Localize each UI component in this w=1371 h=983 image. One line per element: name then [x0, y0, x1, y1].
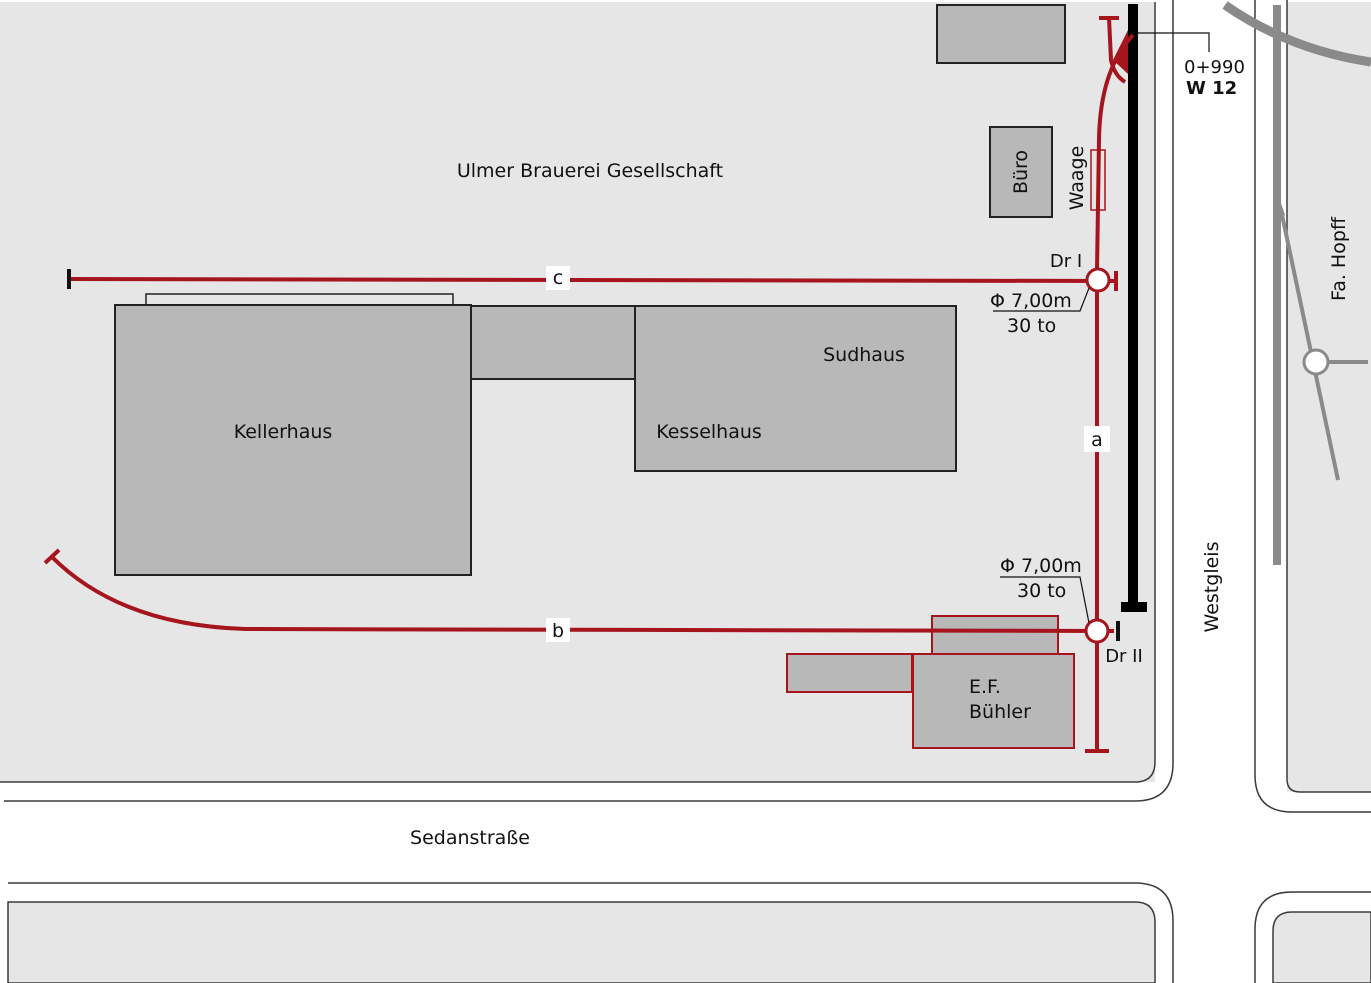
- neighbour-edge: [1286, 0, 1371, 793]
- track-c: [68, 277, 1115, 283]
- kellerhaus-roof-outline: [145, 293, 454, 305]
- label-dr1-capacity: 30 to: [1007, 315, 1056, 337]
- leader-dr2: [1000, 576, 1090, 624]
- turntable-dr2: [1084, 618, 1110, 644]
- building-sudhaus-kesselhaus: [634, 305, 957, 472]
- siding-switch-frog: [1113, 30, 1128, 74]
- track-b: [50, 555, 1115, 633]
- label-sudhaus: Sudhaus: [823, 344, 905, 366]
- label-brewery: Ulmer Brauerei Gesellschaft: [457, 160, 723, 182]
- track-b-stop-west: [43, 548, 61, 565]
- label-dr1-name: Dr I: [1050, 251, 1082, 272]
- label-track-b: b: [552, 620, 564, 642]
- label-kellerhaus: Kellerhaus: [234, 421, 333, 443]
- south-east-block: [1272, 911, 1371, 983]
- building-buehler-annex: [931, 615, 1059, 655]
- building-buero: [989, 126, 1053, 218]
- building-kellerhaus: [114, 304, 472, 576]
- track-a-label-box: [1084, 426, 1110, 452]
- main-track: [1128, 4, 1138, 610]
- leader-chainage: [1138, 32, 1210, 52]
- building-north-shed: [936, 4, 1066, 64]
- label-buehler-2: Bühler: [969, 701, 1031, 723]
- building-buehler-shed: [786, 653, 913, 693]
- building-buehler: [912, 653, 1075, 749]
- label-street: Sedanstraße: [410, 827, 530, 849]
- neighbour-curve-track: [1222, 1, 1371, 67]
- turntable-dr1: [1085, 267, 1111, 293]
- ground-edge-north: [0, 2, 1156, 783]
- track-b-label-box: [546, 618, 570, 642]
- building-connector: [470, 305, 636, 380]
- label-westgleis: Westgleis: [1201, 542, 1223, 633]
- neighbour-turntable: [1302, 348, 1330, 376]
- label-track-c: c: [553, 267, 563, 289]
- leader-dr1: [993, 287, 1090, 312]
- south-block: [7, 901, 1156, 983]
- label-kesselhaus: Kesselhaus: [656, 421, 762, 443]
- south-kerb: [8, 882, 1174, 983]
- neighbour-ground: [1287, 2, 1371, 792]
- label-waage: Waage: [1066, 146, 1088, 211]
- label-switch: W 12: [1186, 78, 1237, 99]
- street-kerb-north: [4, 0, 1174, 802]
- label-neighbour: Fa. Hopff: [1328, 216, 1350, 301]
- neighbour-kerb: [1254, 0, 1371, 813]
- neighbour-diagonal-track: [1279, 209, 1340, 481]
- label-chainage: 0+990: [1184, 57, 1245, 78]
- track-c-label-box: [546, 266, 570, 290]
- label-dr2-diameter: Φ 7,00m: [1000, 555, 1082, 577]
- label-buehler-1: E.F.: [969, 676, 1001, 698]
- siding-switch-branch: [1107, 17, 1127, 84]
- label-dr1-diameter: Φ 7,00m: [990, 290, 1072, 312]
- label-dr2-capacity: 30 to: [1017, 580, 1066, 602]
- south-east-kerb: [1254, 891, 1371, 983]
- main-track-stop: [1121, 602, 1147, 612]
- label-dr2-name: Dr II: [1105, 646, 1143, 667]
- label-buero: Büro: [1010, 150, 1032, 194]
- label-track-a: a: [1091, 429, 1103, 451]
